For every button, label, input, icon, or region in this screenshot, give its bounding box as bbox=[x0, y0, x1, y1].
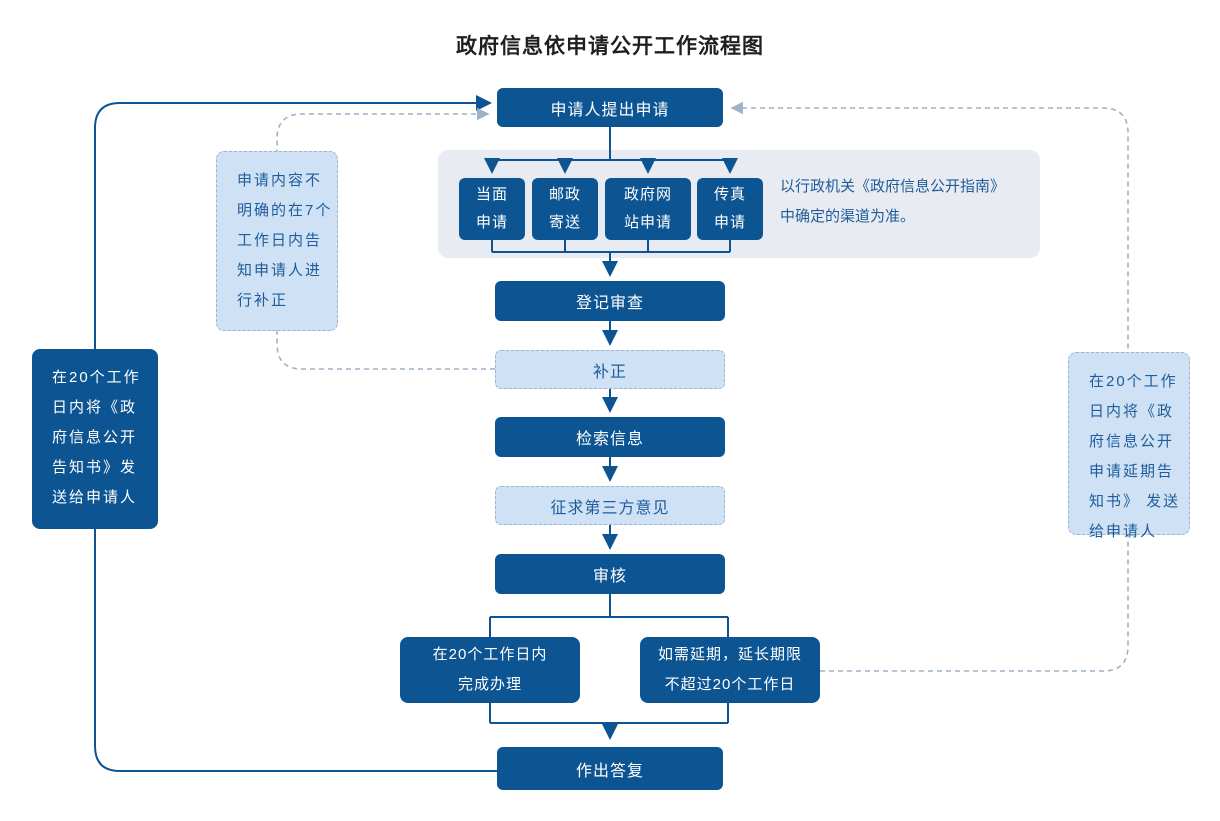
node-channel-postal: 邮政 寄送 bbox=[532, 178, 598, 240]
node-complete-20-days: 在20个工作日内 完成办理 bbox=[400, 637, 580, 703]
reply-merge bbox=[489, 703, 729, 740]
node-third-party-opinion: 征求第三方意见 bbox=[495, 486, 725, 525]
page-title: 政府信息依申请公开工作流程图 bbox=[456, 35, 764, 58]
notice-supplement-box: 申请内容不 明确的在7个 工作日内告 知申请人进 行补正 bbox=[216, 151, 338, 331]
node-reply: 作出答复 bbox=[497, 747, 723, 790]
node-register-review: 登记审查 bbox=[495, 281, 725, 321]
review-branch bbox=[489, 594, 729, 637]
node-channel-website: 政府网 站申请 bbox=[605, 178, 691, 240]
node-supplement: 补正 bbox=[495, 350, 725, 389]
node-apply: 申请人提出申请 bbox=[497, 88, 723, 127]
node-search-info: 检索信息 bbox=[495, 417, 725, 457]
notice-extension-box: 在20个工作 日内将《政 府信息公开 申请延期告 知书》 发送 给申请人 bbox=[1068, 352, 1190, 540]
node-review: 审核 bbox=[495, 554, 725, 594]
notice-disclosure-box: 在20个工作 日内将《政 府信息公开 告知书》发 送给申请人 bbox=[32, 349, 158, 529]
node-channel-in-person: 当面 申请 bbox=[459, 178, 525, 240]
channels-note: 以行政机关《政府信息公开指南》 中确定的渠道为准。 bbox=[780, 178, 1006, 225]
node-extension: 如需延期，延长期限 不超过20个工作日 bbox=[640, 637, 820, 703]
node-channel-fax: 传真 申请 bbox=[697, 178, 763, 240]
